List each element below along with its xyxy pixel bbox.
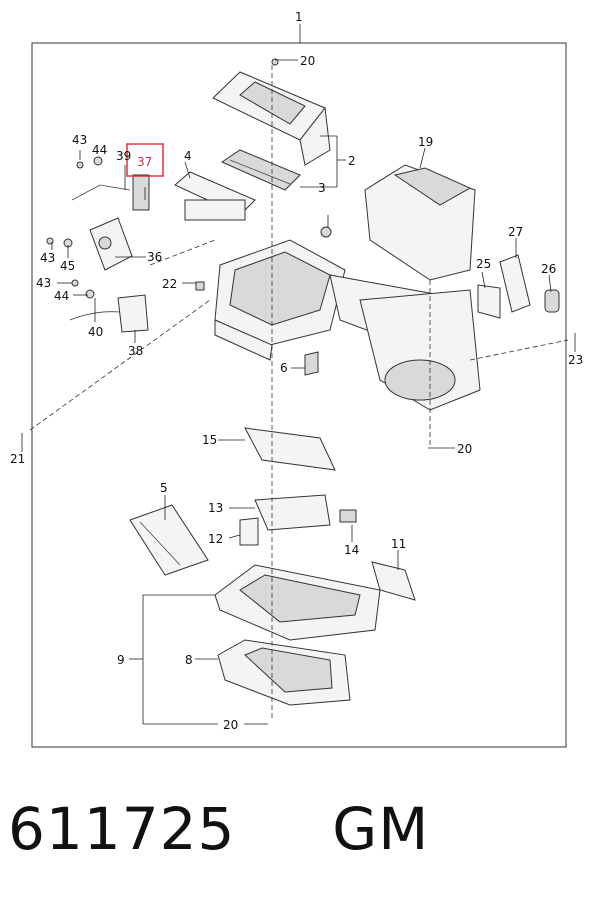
part-label: 611725 GM [8,795,598,885]
callout-11: 11 [391,537,406,551]
callout-26: 26 [541,262,556,276]
heater-core-part [244,427,336,531]
callout-43: 43 [40,251,55,265]
actuator-part [69,174,150,333]
callout-36: 36 [147,250,162,264]
filter-part [220,149,301,191]
callout-39: 39 [116,149,131,163]
callout-25: 25 [476,257,491,271]
callout-2: 2 [348,154,356,168]
callout-37: 37 [137,155,152,169]
callout-20: 20 [223,718,238,732]
callout-44: 44 [54,289,69,303]
main-housing-part [214,239,481,411]
callout-43: 43 [72,133,87,147]
callout-4: 4 [184,149,192,163]
callout-20: 20 [300,54,315,68]
leader-lines [21,59,576,725]
exploded-parts-diagram: 1 20 2 3 4 43 44 39 37 19 27 43 45 36 25… [10,10,583,748]
callout-38: 38 [128,344,143,358]
door-part [174,171,256,221]
callout-23: 23 [568,353,583,367]
callout-6: 6 [280,361,288,375]
callout-44: 44 [92,143,107,157]
upper-housing-part [212,71,331,166]
highlight-box [126,143,164,177]
brand-name: GM [332,795,430,863]
diagram-frame [31,42,567,748]
bottom-case-part [217,639,351,706]
callout-19: 19 [418,135,433,149]
callout-12: 12 [208,532,223,546]
callout-5: 5 [160,481,168,495]
blower-bracket-part [477,254,560,319]
callout-9: 9 [117,653,125,667]
callout-45: 45 [60,259,75,273]
screws-left [46,58,332,299]
callout-43: 43 [36,276,51,290]
callout-3: 3 [318,181,326,195]
callout-27: 27 [508,225,523,239]
callout-22: 22 [162,277,177,291]
callout-13: 13 [208,501,223,515]
bracket-plate-part [339,509,416,601]
callout-1: 1 [295,10,303,24]
lower-case-part [214,564,381,641]
callout-15: 15 [202,433,217,447]
blower-housing-part [364,164,476,281]
callout-8: 8 [185,653,193,667]
callout-20: 20 [457,442,472,456]
callout-40: 40 [88,325,103,339]
callout-14: 14 [344,543,359,557]
part-number: 611725 [8,795,236,863]
callout-21: 21 [10,452,25,466]
